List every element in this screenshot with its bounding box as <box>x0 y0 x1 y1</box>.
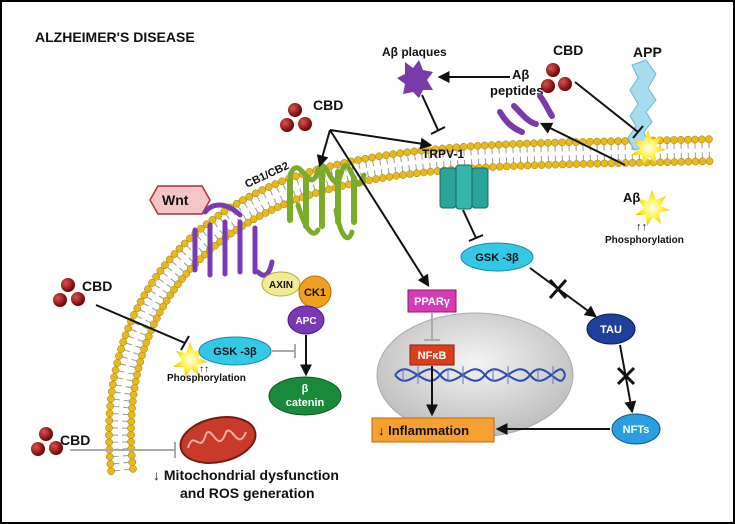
ab-plaques-shape <box>397 60 433 98</box>
apc-label: APC <box>295 316 316 327</box>
inhibit-trpv1-to-gsk <box>462 209 477 239</box>
tau-node <box>586 313 636 345</box>
mito-label-line1: ↓ Mitochondrial dysfunction <box>153 467 339 483</box>
phosphorylation-label-left: Phosphorylation <box>167 373 246 384</box>
nfkb-box <box>409 344 455 366</box>
ab-plaques-label: Aβ plaques <box>382 45 447 59</box>
ck1-label: CK1 <box>304 287 326 299</box>
inhibit-cbd-to-app <box>574 81 639 133</box>
beta-label: β <box>302 383 309 395</box>
cbd-label-left: CBD <box>82 278 112 294</box>
block-marks <box>548 279 636 386</box>
ab-peptides-label-2: peptides <box>490 83 543 98</box>
gsk3b-left-node <box>198 336 272 366</box>
dna-helix <box>394 368 566 382</box>
arrow-cbd-to-trpv1 <box>329 129 433 150</box>
cbd-molecule-left <box>53 278 85 307</box>
inhibit-plaques-to-trpv1 <box>421 94 439 131</box>
phosphorylation-star-lower <box>635 190 670 226</box>
cbd-label-bottom: CBD <box>60 432 90 448</box>
phosphorylation-label-right: Phosphorylation <box>605 235 684 246</box>
nfts-node <box>611 413 661 445</box>
axin-node <box>261 271 301 297</box>
ab-label: Aβ <box>623 190 640 205</box>
catenin-label: catenin <box>286 397 325 409</box>
apc-node <box>287 305 325 335</box>
wnt-receptor <box>192 202 275 278</box>
ab-peptides-shape <box>497 93 555 135</box>
gsk3b-right-label: GSK -3β <box>475 252 519 264</box>
inhibit-cbd-to-gsk-left <box>95 304 186 344</box>
trpv1-channel <box>439 164 489 210</box>
tau-label: TAU <box>600 324 622 336</box>
beta-catenin-node <box>268 376 342 416</box>
arrow-cbd-to-cb1cb2 <box>316 129 331 168</box>
cbd-molecule-top <box>280 103 312 132</box>
cbd-molecule-bottom <box>31 427 63 456</box>
wnt-ligand <box>149 185 211 215</box>
gsk3b-left-label: GSK -3β <box>213 346 257 358</box>
phosphorylation-star-upper <box>631 130 666 166</box>
phospho-arrows-right: ↑↑ <box>636 221 647 233</box>
inflammation-label: ↓ Inflammation <box>378 423 469 438</box>
trpv1-label: TRPV-1 <box>422 147 464 161</box>
gsk3b-right-node <box>460 242 534 272</box>
ppar-label: PPARγ <box>414 296 451 308</box>
arrow-cbd-to-ppar <box>329 129 430 288</box>
phospho-arrows-left: ↑↑ <box>199 364 209 375</box>
inhibition-lines <box>95 81 644 351</box>
dna-rungs <box>402 366 554 384</box>
ppar-box <box>407 289 457 313</box>
inflammation-box <box>371 417 495 443</box>
mito-label-line2: and ROS generation <box>180 485 315 501</box>
cb1cb2-receptor <box>287 163 367 241</box>
cbd-label-right: CBD <box>553 42 583 58</box>
pathway-arrows <box>300 71 637 435</box>
ab-peptides-label-1: Aβ <box>512 67 529 82</box>
wnt-label: Wnt <box>162 192 189 208</box>
nfts-label: NFTs <box>623 424 650 436</box>
cbd-label-top: CBD <box>313 97 343 113</box>
cbd-molecule-right <box>541 63 572 93</box>
app-label: APP <box>633 44 662 60</box>
nfkb-label: NFκB <box>418 350 447 362</box>
arrow-ab-to-peptides <box>539 122 626 166</box>
diagram-title: ALZHEIMER'S DISEASE <box>35 29 195 45</box>
mitochondrion <box>179 416 257 464</box>
faint-inhibition-lines <box>70 313 440 458</box>
axin-label: AXIN <box>269 280 293 291</box>
